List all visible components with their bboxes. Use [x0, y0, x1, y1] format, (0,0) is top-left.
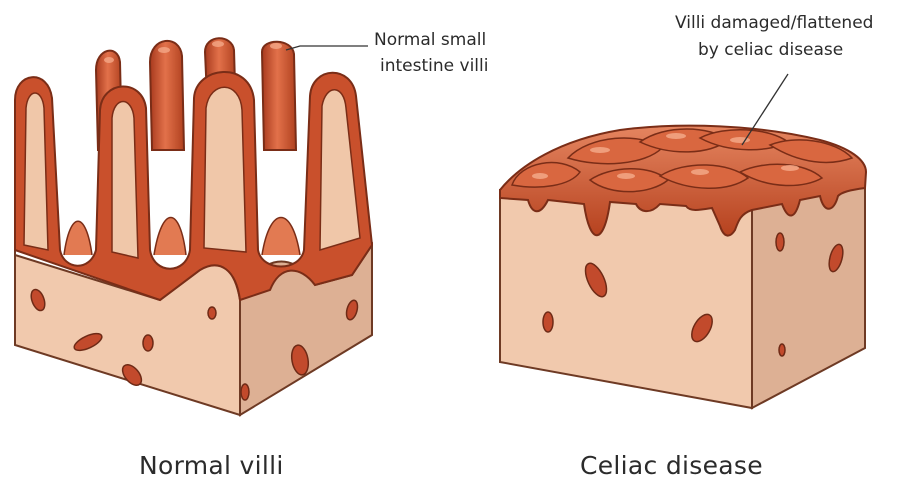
villus-core-2 — [112, 102, 138, 259]
normal-callout-leader — [286, 46, 368, 50]
celiac-disease-caption: Celiac disease — [580, 451, 763, 480]
normal-callout-line1: Normal small — [374, 30, 486, 50]
villus-core-3 — [204, 87, 246, 252]
normal-villi-caption: Normal villi — [139, 451, 284, 480]
celiac-callout-line2: by celiac disease — [698, 40, 843, 60]
celiac-tissue-front — [500, 190, 752, 408]
normal-villi-illustration — [15, 38, 372, 415]
normal-callout-line2: intestine villi — [380, 56, 488, 76]
celiac-illustration — [500, 126, 866, 408]
normal-villi-front-layer — [15, 72, 372, 300]
celiac-callout-line1: Villi damaged/flattened — [675, 13, 873, 33]
villus-core-1 — [24, 93, 48, 250]
